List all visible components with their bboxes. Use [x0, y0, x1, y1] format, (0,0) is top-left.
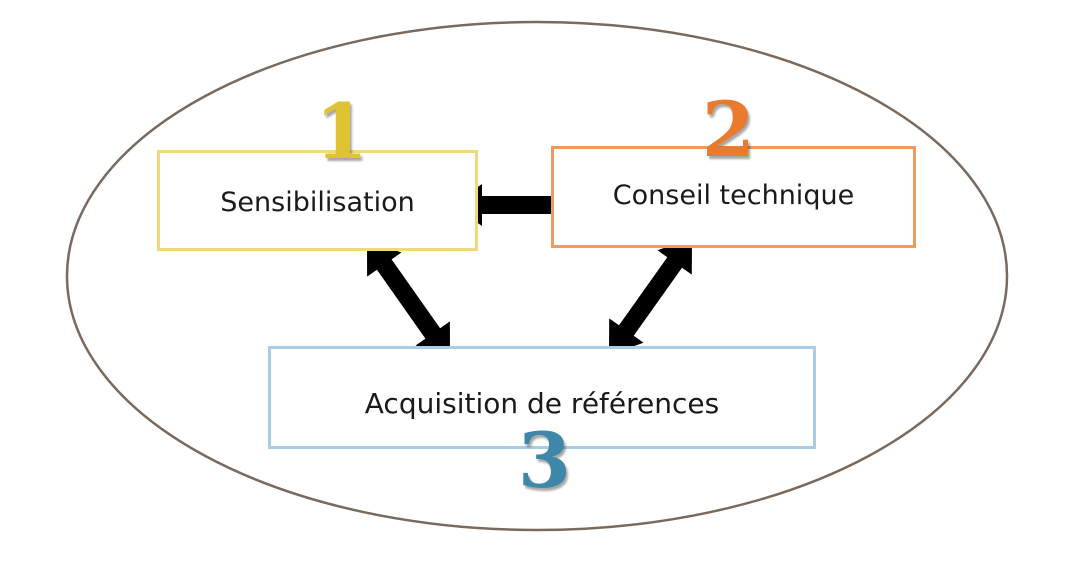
- step-label-acquisition-references: Acquisition de références: [364, 387, 720, 420]
- step-number-1: 1: [315, 87, 368, 176]
- step-label-conseil-technique: Conseil technique: [612, 179, 855, 211]
- double-arrow-1-3: [367, 240, 450, 358]
- double-arrow-1-2: [452, 184, 583, 226]
- step-box-acquisition-references: Acquisition de références: [268, 346, 816, 449]
- outer-ellipse: [65, 20, 1009, 532]
- step-number-3: 3: [518, 416, 571, 505]
- step-box-conseil-technique: Conseil technique: [551, 146, 916, 248]
- step-label-sensibilisation: Sensibilisation: [220, 187, 415, 218]
- step-number-2: 2: [702, 85, 755, 174]
- step-box-sensibilisation: Sensibilisation: [157, 150, 478, 251]
- double-arrow-2-3: [609, 238, 692, 355]
